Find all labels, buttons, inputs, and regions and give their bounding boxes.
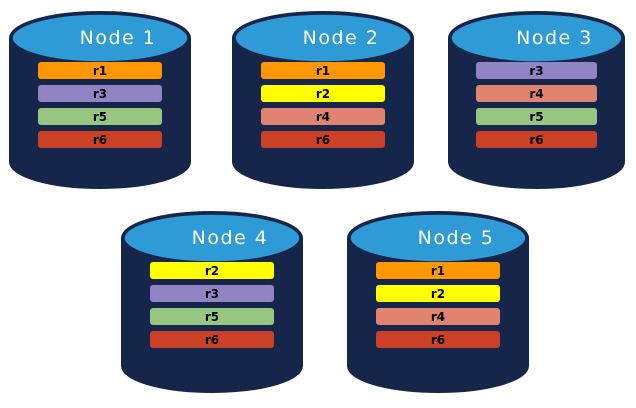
replica-bar[interactable]: r1	[261, 62, 385, 79]
cylinder-top-disc	[449, 12, 624, 64]
replica-bar[interactable]: r5	[38, 108, 162, 125]
replica-bar[interactable]: r4	[476, 85, 597, 102]
replica-label: r6	[204, 332, 220, 347]
replica-bar[interactable]: r1	[376, 262, 500, 279]
replica-bar[interactable]: r3	[150, 285, 274, 302]
replica-bar[interactable]: r5	[476, 108, 597, 125]
replica-bar[interactable]: r6	[38, 131, 162, 148]
replica-stack: r3 r4 r5 r6	[449, 62, 624, 148]
replica-label: r6	[529, 132, 544, 147]
replica-label: r4	[430, 309, 446, 324]
replica-bar[interactable]: r4	[261, 108, 385, 125]
replica-label: r5	[204, 309, 220, 324]
replica-bar[interactable]: r6	[261, 131, 385, 148]
replica-stack: r1 r3 r5 r6	[10, 62, 190, 148]
replica-stack: r1 r2 r4 r6	[233, 62, 413, 148]
replica-label: r6	[430, 332, 446, 347]
replica-bar[interactable]: r4	[376, 308, 500, 325]
replica-bar[interactable]: r6	[150, 331, 274, 348]
cylinder-top-disc	[233, 12, 413, 64]
replica-label: r3	[529, 63, 544, 78]
replica-bar[interactable]: r5	[150, 308, 274, 325]
cylinder-top-disc	[348, 212, 528, 264]
replica-bar[interactable]: r2	[150, 262, 274, 279]
replica-label: r5	[92, 109, 108, 124]
replica-label: r4	[529, 86, 544, 101]
cylinder-top-disc	[10, 12, 190, 64]
replica-bar[interactable]: r2	[261, 85, 385, 102]
replica-label: r1	[92, 63, 108, 78]
replica-stack: r1 r2 r4 r6	[348, 262, 528, 348]
replica-bar[interactable]: r1	[38, 62, 162, 79]
replica-label: r3	[92, 86, 108, 101]
replica-label: r2	[315, 86, 331, 101]
replica-bar[interactable]: r6	[376, 331, 500, 348]
replica-label: r3	[204, 286, 220, 301]
replica-stack: r2 r3 r5 r6	[122, 262, 302, 348]
replica-label: r6	[315, 132, 331, 147]
replica-bar[interactable]: r6	[476, 131, 597, 148]
replica-bar[interactable]: r2	[376, 285, 500, 302]
replica-bar[interactable]: r3	[38, 85, 162, 102]
replica-label: r1	[430, 263, 446, 278]
replica-label: r4	[315, 109, 331, 124]
cylinder-top-disc	[122, 212, 302, 264]
replica-label: r6	[92, 132, 108, 147]
replica-label: r2	[204, 263, 220, 278]
replica-label: r2	[430, 286, 446, 301]
replica-label: r5	[529, 109, 544, 124]
replica-bar[interactable]: r3	[476, 62, 597, 79]
replica-label: r1	[315, 63, 331, 78]
